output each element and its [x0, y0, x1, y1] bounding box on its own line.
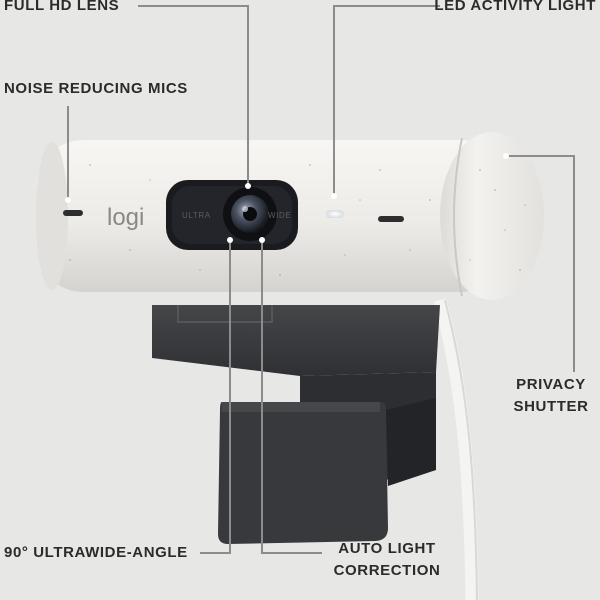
label-led-activity-light: LED ACTIVITY LIGHT: [434, 0, 596, 17]
usb-cable: [433, 298, 479, 600]
camera-body: [36, 132, 544, 300]
brand-logo: logi: [107, 204, 144, 231]
privacy-shutter-line1: PRIVACY: [516, 376, 586, 393]
right-mic-slot: [378, 216, 404, 222]
led-activity-light-text: LED ACTIVITY LIGHT: [434, 0, 596, 14]
label-full-hd-lens: FULL HD LENS: [4, 0, 119, 17]
auto-light-line1: AUTO LIGHT: [338, 540, 436, 557]
label-auto-light-correction: AUTO LIGHT CORRECTION: [322, 538, 452, 582]
label-noise-reducing-mics: NOISE REDUCING MICS: [4, 78, 188, 100]
ultrawide-angle-text: 90° ULTRAWIDE-ANGLE: [4, 544, 188, 561]
mounting-clip: [152, 305, 440, 544]
led-light: [326, 210, 344, 218]
full-hd-lens-text: FULL HD LENS: [4, 0, 120, 14]
auto-light-line2: CORRECTION: [333, 562, 441, 579]
label-privacy-shutter: PRIVACY SHUTTER: [506, 374, 596, 418]
privacy-shutter-line2: SHUTTER: [513, 398, 589, 415]
label-ultrawide-angle: 90° ULTRAWIDE-ANGLE: [4, 542, 188, 564]
left-mic-slot: [63, 210, 83, 216]
lens-right-text: WIDE: [268, 211, 291, 220]
lens-left-text: ULTRA: [182, 211, 211, 220]
callout-lines: [65, 5, 575, 554]
noise-reducing-mics-text: NOISE REDUCING MICS: [4, 80, 188, 97]
